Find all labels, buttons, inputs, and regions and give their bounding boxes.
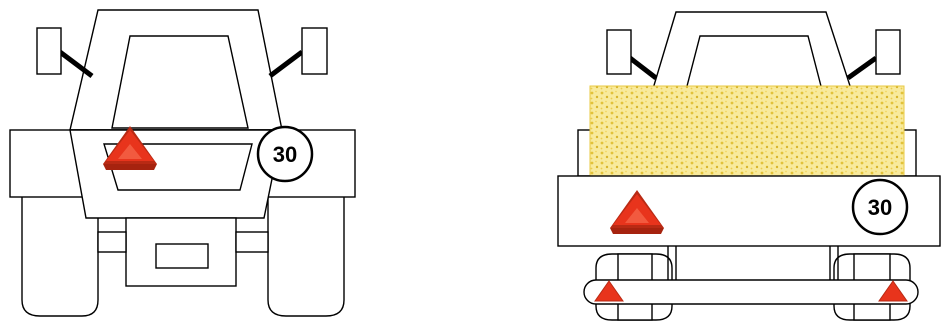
trailer-rear-view: 30	[557, 11, 941, 321]
tractor-right-wheel	[267, 184, 345, 317]
tractor-left-mirror-arm	[58, 50, 94, 78]
trailer-right-mirror-arm	[846, 55, 878, 81]
tractor-left-wheel	[21, 184, 99, 317]
trailer-warning-triangle	[610, 190, 664, 234]
tractor-axle-right	[235, 231, 269, 253]
trailer-speed-sign: 30	[851, 178, 909, 236]
tractor-right-mirror	[301, 27, 328, 75]
tractor-warning-triangle	[103, 126, 157, 170]
trailer-right-mirror	[875, 29, 901, 75]
trailer-tractor-rear-window	[685, 35, 823, 91]
trailer-right-reflector-triangle	[878, 280, 908, 302]
trailer-left-reflector-triangle	[594, 280, 624, 302]
trailer-bumper	[583, 279, 919, 305]
trailer-left-mirror-arm	[628, 56, 658, 80]
hay-load	[589, 85, 905, 179]
tractor-speed-sign-label: 30	[273, 142, 297, 167]
tractor-speed-sign: 30	[256, 125, 314, 183]
tractor-rear-view: 30	[9, 9, 356, 317]
trailer-speed-sign-label: 30	[868, 195, 892, 220]
trailer-left-mirror	[606, 29, 632, 75]
tractor-rear-window	[111, 35, 249, 129]
tractor-hitch-plate	[155, 243, 209, 269]
tractor-left-mirror	[36, 27, 62, 75]
tractor-axle-left	[97, 231, 127, 253]
tractor-right-mirror-arm	[268, 50, 304, 78]
